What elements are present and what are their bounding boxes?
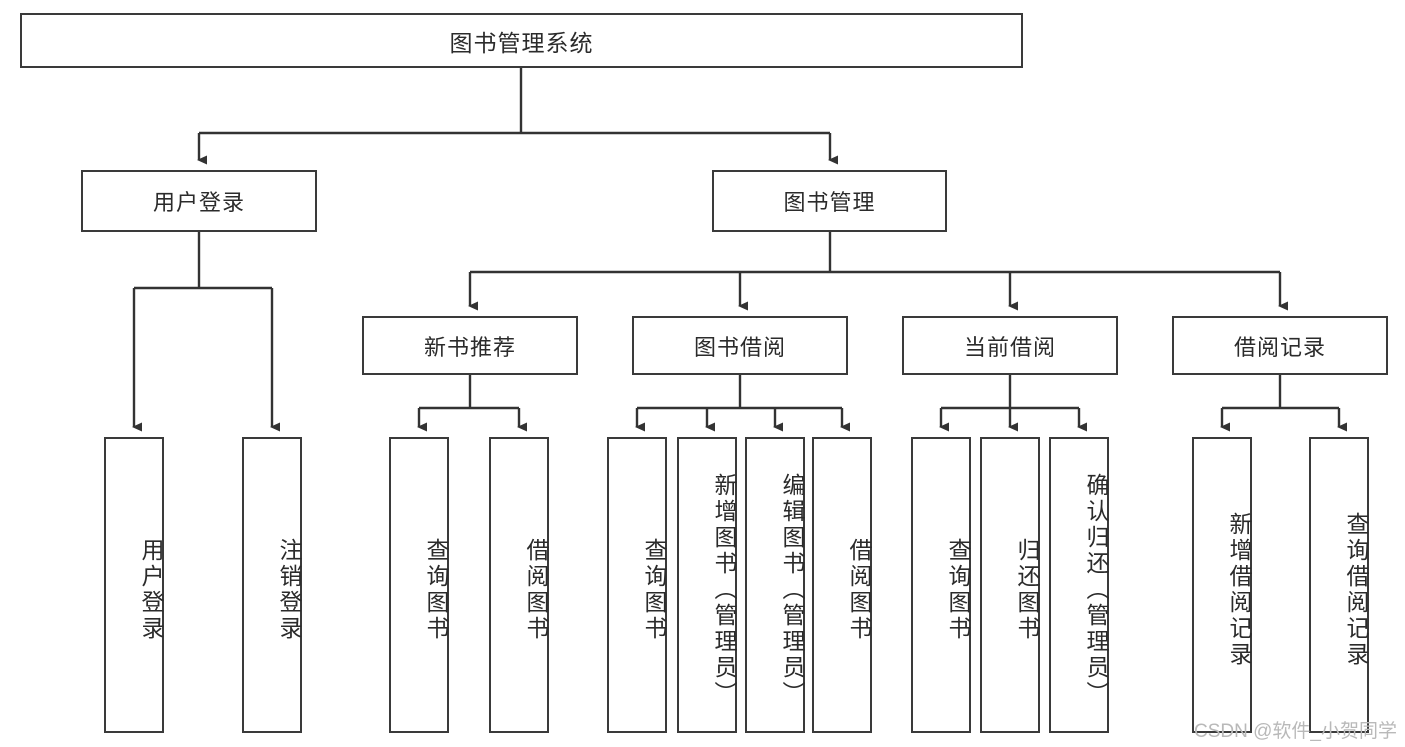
leaf-current-query-book[interactable]: 查询图书 xyxy=(911,437,971,733)
leaf-user-login-logout[interactable]: 注销登录 xyxy=(242,437,302,733)
node-user-login[interactable]: 用户登录 xyxy=(81,170,317,232)
node-borrow-record[interactable]: 借阅记录 xyxy=(1172,316,1388,375)
leaf-current-confirm-return-admin[interactable]: 确认归还（管理员） xyxy=(1049,437,1109,733)
leaf-borrow-query-book[interactable]: 查询图书 xyxy=(607,437,667,733)
leaf-borrow-edit-book-admin[interactable]: 编辑图书（管理员） xyxy=(745,437,805,733)
node-label: 图书借阅 xyxy=(693,334,786,360)
node-label: 用户登录 xyxy=(152,190,245,215)
node-label: 用户登录 xyxy=(138,538,164,642)
node-book-management[interactable]: 图书管理 xyxy=(712,170,947,232)
node-label: 确认归还（管理员） xyxy=(1083,473,1109,707)
node-label: 借阅图书 xyxy=(523,538,549,642)
node-label: 注销登录 xyxy=(276,538,302,642)
node-label: 查询借阅记录 xyxy=(1343,512,1369,668)
node-label: 查询图书 xyxy=(641,538,667,642)
leaf-current-return-book[interactable]: 归还图书 xyxy=(980,437,1040,733)
leaf-borrow-borrow-book[interactable]: 借阅图书 xyxy=(812,437,872,733)
node-label: 当前借阅 xyxy=(963,334,1056,360)
node-label: 新增图书（管理员） xyxy=(711,473,737,707)
leaf-record-add-record[interactable]: 新增借阅记录 xyxy=(1192,437,1252,733)
leaf-borrow-add-book-admin[interactable]: 新增图书（管理员） xyxy=(677,437,737,733)
watermark-text: CSDN @软件_小贺同学 xyxy=(1194,721,1397,742)
node-label: 借阅图书 xyxy=(846,538,872,642)
node-label: 编辑图书（管理员） xyxy=(779,473,805,707)
node-label: 新书推荐 xyxy=(423,334,516,360)
leaf-record-query-record[interactable]: 查询借阅记录 xyxy=(1309,437,1369,733)
leaf-recommend-query-book[interactable]: 查询图书 xyxy=(389,437,449,733)
node-book-borrow[interactable]: 图书借阅 xyxy=(632,316,848,375)
node-label: 图书管理系统 xyxy=(449,29,594,56)
node-label: 图书管理 xyxy=(783,190,876,215)
node-label: 查询图书 xyxy=(423,538,449,642)
node-label: 归还图书 xyxy=(1014,538,1040,642)
leaf-recommend-borrow-book[interactable]: 借阅图书 xyxy=(489,437,549,733)
node-label: 借阅记录 xyxy=(1233,334,1326,360)
node-root-system[interactable]: 图书管理系统 xyxy=(20,13,1023,68)
node-new-book-recommend[interactable]: 新书推荐 xyxy=(362,316,578,375)
node-current-borrow[interactable]: 当前借阅 xyxy=(902,316,1118,375)
node-label: 查询图书 xyxy=(945,538,971,642)
leaf-user-login-do-login[interactable]: 用户登录 xyxy=(104,437,164,733)
node-label: 新增借阅记录 xyxy=(1226,512,1252,668)
